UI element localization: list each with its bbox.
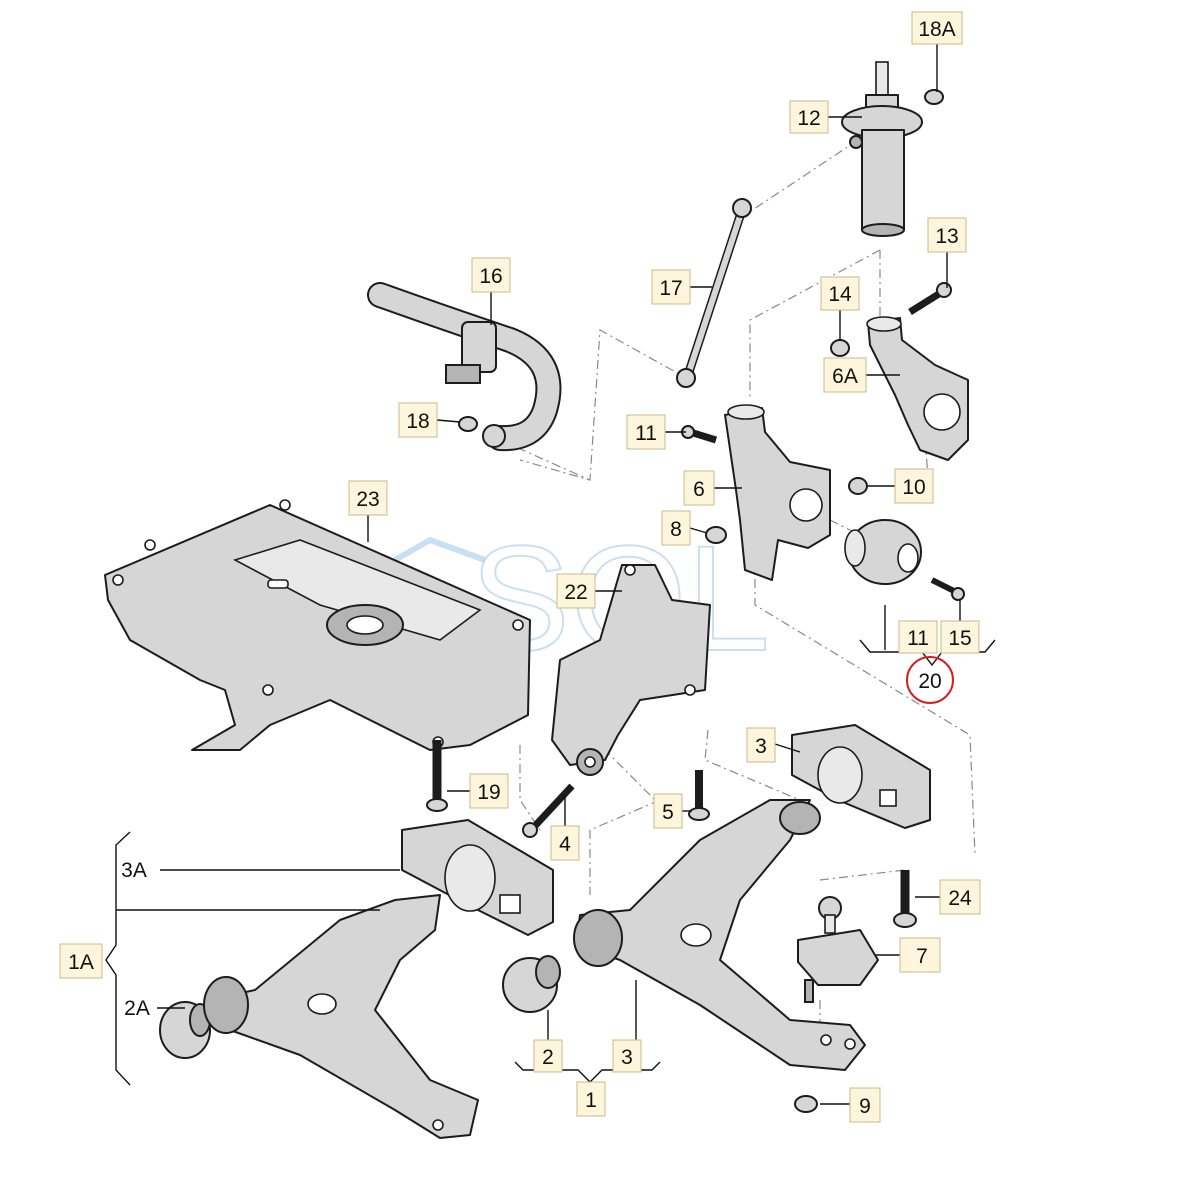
stabilizer-bar bbox=[367, 282, 562, 452]
callout-11-knuckle-bolt[interactable]: 11 bbox=[626, 414, 666, 450]
callout-6A[interactable]: 6A bbox=[823, 357, 867, 393]
callout-6[interactable]: 6 bbox=[683, 470, 715, 506]
bolt-4-icon bbox=[522, 783, 575, 838]
svg-text:19: 19 bbox=[477, 781, 500, 804]
control-arm-1A bbox=[203, 894, 479, 1139]
svg-text:18: 18 bbox=[406, 410, 429, 433]
svg-text:18A: 18A bbox=[918, 18, 955, 41]
callout-5[interactable]: 5 bbox=[653, 793, 683, 829]
svg-text:15: 15 bbox=[948, 627, 971, 650]
leader-lines bbox=[116, 44, 961, 1105]
svg-text:14: 14 bbox=[828, 283, 852, 306]
bushing-2A bbox=[159, 1001, 211, 1059]
callout-2[interactable]: 2 bbox=[533, 1039, 563, 1073]
bushing-3A bbox=[401, 819, 554, 936]
callout-16[interactable]: 16 bbox=[471, 257, 511, 293]
bolt-15-icon bbox=[930, 577, 965, 601]
svg-text:5: 5 bbox=[662, 801, 674, 824]
nut-10-icon bbox=[848, 477, 868, 495]
svg-text:23: 23 bbox=[356, 488, 379, 511]
callout-3A[interactable]: 3A bbox=[121, 859, 147, 882]
callout-19[interactable]: 19 bbox=[469, 773, 509, 809]
callout-10[interactable]: 10 bbox=[894, 468, 934, 504]
callout-1[interactable]: 1 bbox=[576, 1081, 606, 1117]
svg-text:11: 11 bbox=[635, 422, 657, 445]
bushing-2 bbox=[502, 955, 561, 1013]
bolt-13-icon bbox=[908, 282, 952, 315]
svg-text:2: 2 bbox=[542, 1046, 554, 1069]
callout-3-control-arm[interactable]: 3 bbox=[612, 1039, 642, 1073]
svg-text:7: 7 bbox=[916, 945, 928, 968]
svg-text:8: 8 bbox=[670, 518, 682, 541]
callout-3-bushing[interactable]: 3 bbox=[746, 727, 776, 763]
bolt-24-icon bbox=[893, 870, 917, 928]
callout-24[interactable]: 24 bbox=[939, 879, 981, 915]
svg-text:20: 20 bbox=[918, 670, 941, 693]
svg-text:6A: 6A bbox=[832, 365, 858, 388]
svg-text:1: 1 bbox=[585, 1089, 597, 1112]
bolt-11-upper-icon bbox=[681, 425, 718, 444]
callout-18A[interactable]: 18A bbox=[911, 11, 963, 45]
svg-text:17: 17 bbox=[659, 277, 682, 300]
bolt-19-icon bbox=[426, 740, 448, 812]
svg-text:10: 10 bbox=[902, 476, 925, 499]
svg-text:3: 3 bbox=[621, 1046, 633, 1069]
callout-9[interactable]: 9 bbox=[849, 1087, 881, 1123]
callout-15[interactable]: 15 bbox=[940, 620, 980, 654]
svg-text:22: 22 bbox=[564, 581, 587, 604]
mounting-bracket-22 bbox=[551, 564, 711, 776]
nut-18-icon bbox=[458, 416, 478, 432]
strut-assembly bbox=[841, 61, 923, 237]
callout-22[interactable]: 22 bbox=[556, 573, 596, 609]
control-arm-3 bbox=[573, 799, 866, 1071]
callout-23[interactable]: 23 bbox=[348, 480, 388, 516]
callout-4[interactable]: 4 bbox=[550, 825, 580, 861]
callout-1A[interactable]: 1A bbox=[59, 943, 103, 979]
nut-9-icon bbox=[794, 1095, 818, 1113]
callout-17[interactable]: 17 bbox=[651, 269, 691, 305]
svg-text:1A: 1A bbox=[68, 951, 94, 974]
nut-8-icon bbox=[705, 526, 727, 544]
subframe-23 bbox=[104, 499, 531, 751]
svg-text:11: 11 bbox=[907, 627, 929, 650]
svg-text:3A: 3A bbox=[121, 859, 147, 882]
group-bracket-1A bbox=[105, 831, 131, 1086]
svg-text:3: 3 bbox=[755, 735, 767, 758]
callout-14[interactable]: 14 bbox=[820, 276, 860, 311]
callout-18[interactable]: 18 bbox=[398, 402, 438, 438]
highlight-ring-20 bbox=[906, 656, 954, 704]
svg-text:16: 16 bbox=[479, 265, 502, 288]
svg-text:4: 4 bbox=[559, 833, 571, 856]
svg-text:13: 13 bbox=[935, 225, 958, 248]
stabilizer-link bbox=[676, 198, 752, 388]
ball-joint-7 bbox=[797, 896, 879, 1003]
nut-18A-icon bbox=[924, 89, 944, 105]
svg-text:24: 24 bbox=[948, 887, 972, 910]
svg-text:2A: 2A bbox=[124, 997, 150, 1020]
group-bracket-20 bbox=[859, 639, 996, 667]
nut-14-icon bbox=[830, 339, 850, 357]
callout-11-hub-bolt[interactable]: 11 bbox=[898, 620, 938, 654]
callout-8[interactable]: 8 bbox=[661, 510, 691, 546]
callout-7[interactable]: 7 bbox=[899, 937, 941, 973]
svg-text:12: 12 bbox=[797, 107, 820, 130]
callout-13[interactable]: 13 bbox=[927, 217, 967, 253]
steering-knuckle-6 bbox=[724, 404, 831, 581]
bushing-3-upper bbox=[791, 724, 931, 829]
callout-20[interactable]: 20 bbox=[918, 670, 941, 693]
svg-text:6: 6 bbox=[693, 478, 705, 501]
svg-text:9: 9 bbox=[859, 1095, 871, 1118]
wheel-hub-assembly-20 bbox=[844, 519, 922, 585]
callout-12[interactable]: 12 bbox=[789, 100, 829, 134]
steering-knuckle-6A bbox=[866, 316, 969, 461]
bolt-5-icon bbox=[688, 770, 710, 821]
callout-2A[interactable]: 2A bbox=[124, 997, 150, 1020]
